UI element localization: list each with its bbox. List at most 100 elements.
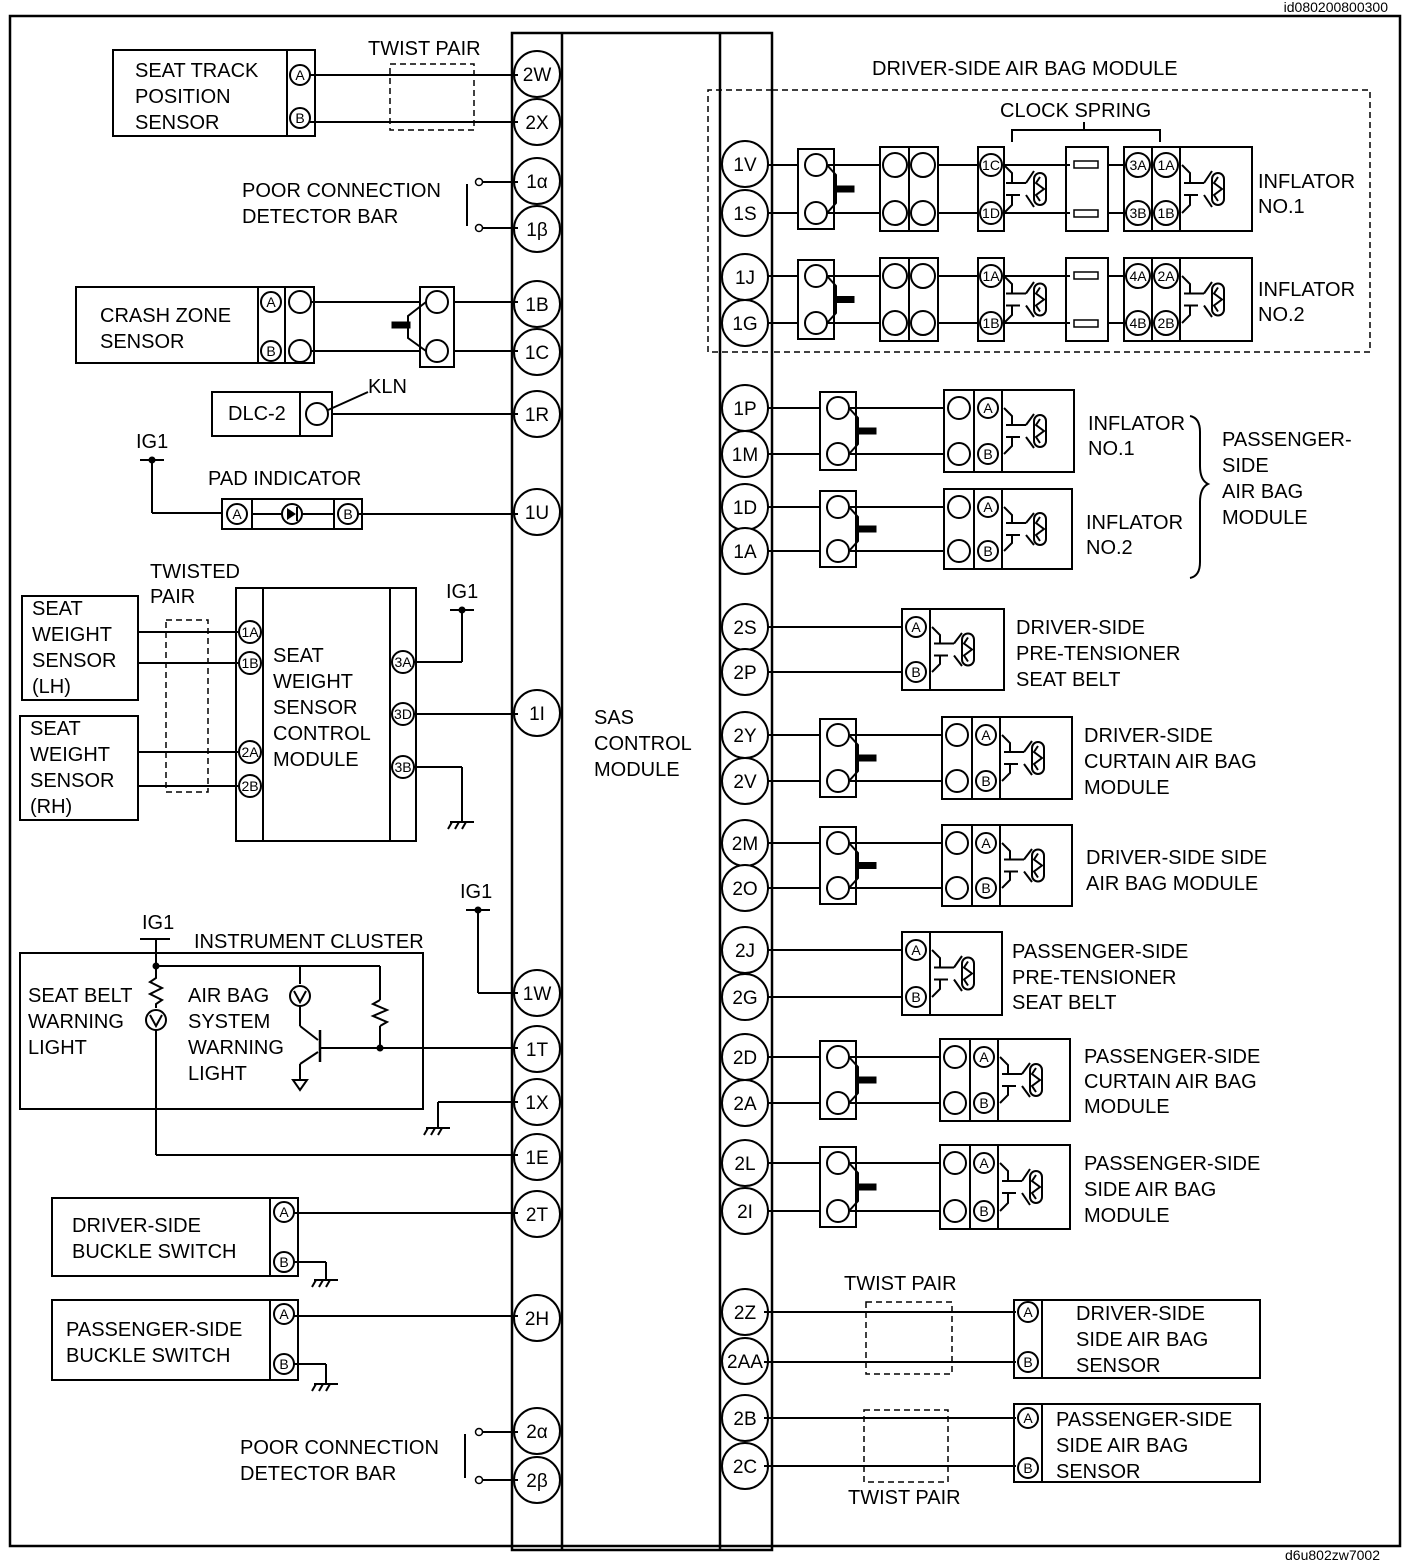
pin-label: 1W: [523, 984, 552, 1005]
terminal-label: 3B: [1129, 205, 1146, 221]
clock-spring-input: [977, 146, 1005, 232]
pin-letter: B: [279, 1356, 288, 1372]
squib-wire: [1003, 275, 1013, 294]
squib-wire: [999, 1056, 1009, 1074]
pad-indicator-label: PAD INDICATOR: [208, 468, 361, 490]
squib-coil: [1030, 1067, 1042, 1093]
driver-side-pretensioner: DRIVER-SIDE PRE-TENSIONER SEAT BELT: [1016, 617, 1180, 691]
module-terminal-letter: B: [979, 1203, 988, 1219]
swscm-4: CONTROL: [273, 723, 371, 745]
terminal-label: 2B: [1157, 315, 1174, 331]
pin-letter: A: [232, 506, 242, 522]
module-terminal-b: [977, 443, 999, 465]
seat-weight-sensor-group: TWISTED PAIR SEAT WEIGHT SENSOR (LH) SEA…: [19, 561, 518, 842]
connector-terminal: [804, 311, 828, 335]
pin-letter: B: [343, 506, 352, 522]
module-terminal-letter: A: [979, 1155, 989, 1171]
wire: [1203, 281, 1213, 295]
swscm-3: SENSOR: [273, 697, 357, 719]
module-terminal-letter: A: [911, 619, 921, 635]
pin-terminal: [513, 1294, 561, 1342]
module-terminal: [947, 539, 971, 563]
pass-pret-2: PRE-TENSIONER: [1012, 967, 1176, 989]
module-label-2: CONTROL: [594, 733, 692, 755]
connector-terminal: [826, 723, 850, 747]
pcd-top-label-2: DETECTOR BAR: [242, 206, 398, 228]
pass-side-ab-3: MODULE: [1084, 1205, 1170, 1227]
terminal: [882, 152, 908, 178]
wire: [1025, 436, 1035, 449]
drv-buckle-1: DRIVER-SIDE: [72, 1215, 201, 1237]
image-code-top: id080200800300: [1284, 0, 1389, 15]
pcd-bottom-2: DETECTOR BAR: [240, 1463, 396, 1485]
pcd-top-label-1: POOR CONNECTION: [242, 180, 441, 202]
terminal: [1153, 263, 1179, 289]
airbag-light-4: LIGHT: [188, 1063, 247, 1085]
terminal-label: 1A: [982, 268, 1000, 284]
pin-label: 1β: [526, 220, 548, 241]
connector-terminal: [804, 264, 828, 288]
pass-curtain-1: PASSENGER-SIDE: [1084, 1046, 1260, 1068]
wire: [953, 654, 963, 667]
seat-track-label-3: SENSOR: [135, 112, 219, 134]
inflator-body: [1123, 257, 1253, 342]
module-terminal-b: [973, 1092, 995, 1114]
pass-ab-3: AIR BAG: [1222, 481, 1303, 503]
module-terminal-a: [973, 1152, 995, 1174]
squib-coil: [1032, 852, 1044, 879]
clock-spring-input: [977, 257, 1005, 342]
module-terminal-letter: B: [911, 664, 920, 680]
connector-terminal: [826, 1091, 850, 1115]
pin-letter: A: [1023, 1304, 1033, 1320]
wire: [1203, 170, 1213, 184]
airbag-light-3: WARNING: [188, 1037, 284, 1059]
pin-label: 2L: [734, 1154, 755, 1175]
pass-curtain-3: MODULE: [1084, 1096, 1170, 1118]
cluster-title: INSTRUMENT CLUSTER: [194, 931, 424, 953]
passenger-side-pretensioner: PASSENGER-SIDE PRE-TENSIONER SEAT BELT: [1012, 941, 1188, 1014]
right-pin-column: 1V1S1J1G1P1M1D1A2S2P2Y2V2M2O2J2G2D2A2L2I…: [721, 140, 769, 1490]
terminal: [979, 153, 1003, 177]
wire: [953, 978, 963, 992]
seat-track-label-1: SEAT TRACK: [135, 60, 259, 82]
pass-buckle-2: BUCKLE SWITCH: [66, 1345, 230, 1367]
pin-label: 2C: [733, 1457, 757, 1478]
shorting-bar: [835, 296, 855, 303]
terminal: [1153, 310, 1179, 336]
connector-terminal: [826, 495, 850, 519]
module-terminal-a: [905, 616, 927, 638]
image-code-bottom: d6u802zw7002: [1285, 1547, 1380, 1563]
pin-label: 2A: [733, 1094, 757, 1115]
module-body: [943, 389, 1075, 473]
connector-terminal: [826, 876, 850, 900]
pin-label: 2M: [732, 834, 758, 855]
terminal: [979, 311, 1003, 335]
pin-label: 1C: [525, 343, 549, 364]
pad-indicator: IG1 PAD INDICATOR A B: [136, 431, 518, 530]
pin-label: 2O: [732, 879, 757, 900]
squib-wire: [999, 1193, 1009, 1212]
pin-label: 2Y: [733, 726, 757, 747]
squib-wire: [931, 655, 941, 673]
module-body: [901, 931, 1003, 1016]
wire: [953, 955, 963, 969]
module-terminal: [947, 396, 971, 420]
wire: [1025, 304, 1035, 318]
drv-inf1-1: INFLATOR: [1258, 171, 1355, 193]
driver-side-air-bag-module: DRIVER-SIDE AIR BAG MODULE CLOCK SPRING …: [707, 58, 1371, 353]
shorting-bar: [857, 1183, 877, 1191]
crash-zone-label-1: CRASH ZONE: [100, 305, 231, 327]
swscm-pin: 3B: [394, 759, 411, 775]
swscm-pin: 1B: [241, 655, 258, 671]
wire: [1021, 1062, 1031, 1075]
module-terminal: [943, 1091, 967, 1115]
twist-pair-pass-sensor: TWIST PAIR: [848, 1487, 961, 1509]
pin-letter: B: [1023, 1354, 1032, 1370]
terminal: [882, 263, 908, 289]
swscm-pin: 2A: [241, 744, 259, 760]
module-terminal-a: [977, 397, 999, 419]
terminal: [1125, 200, 1151, 226]
pin-letter: B: [1023, 1460, 1032, 1476]
drv-curtain-2: CURTAIN AIR BAG: [1084, 751, 1257, 773]
